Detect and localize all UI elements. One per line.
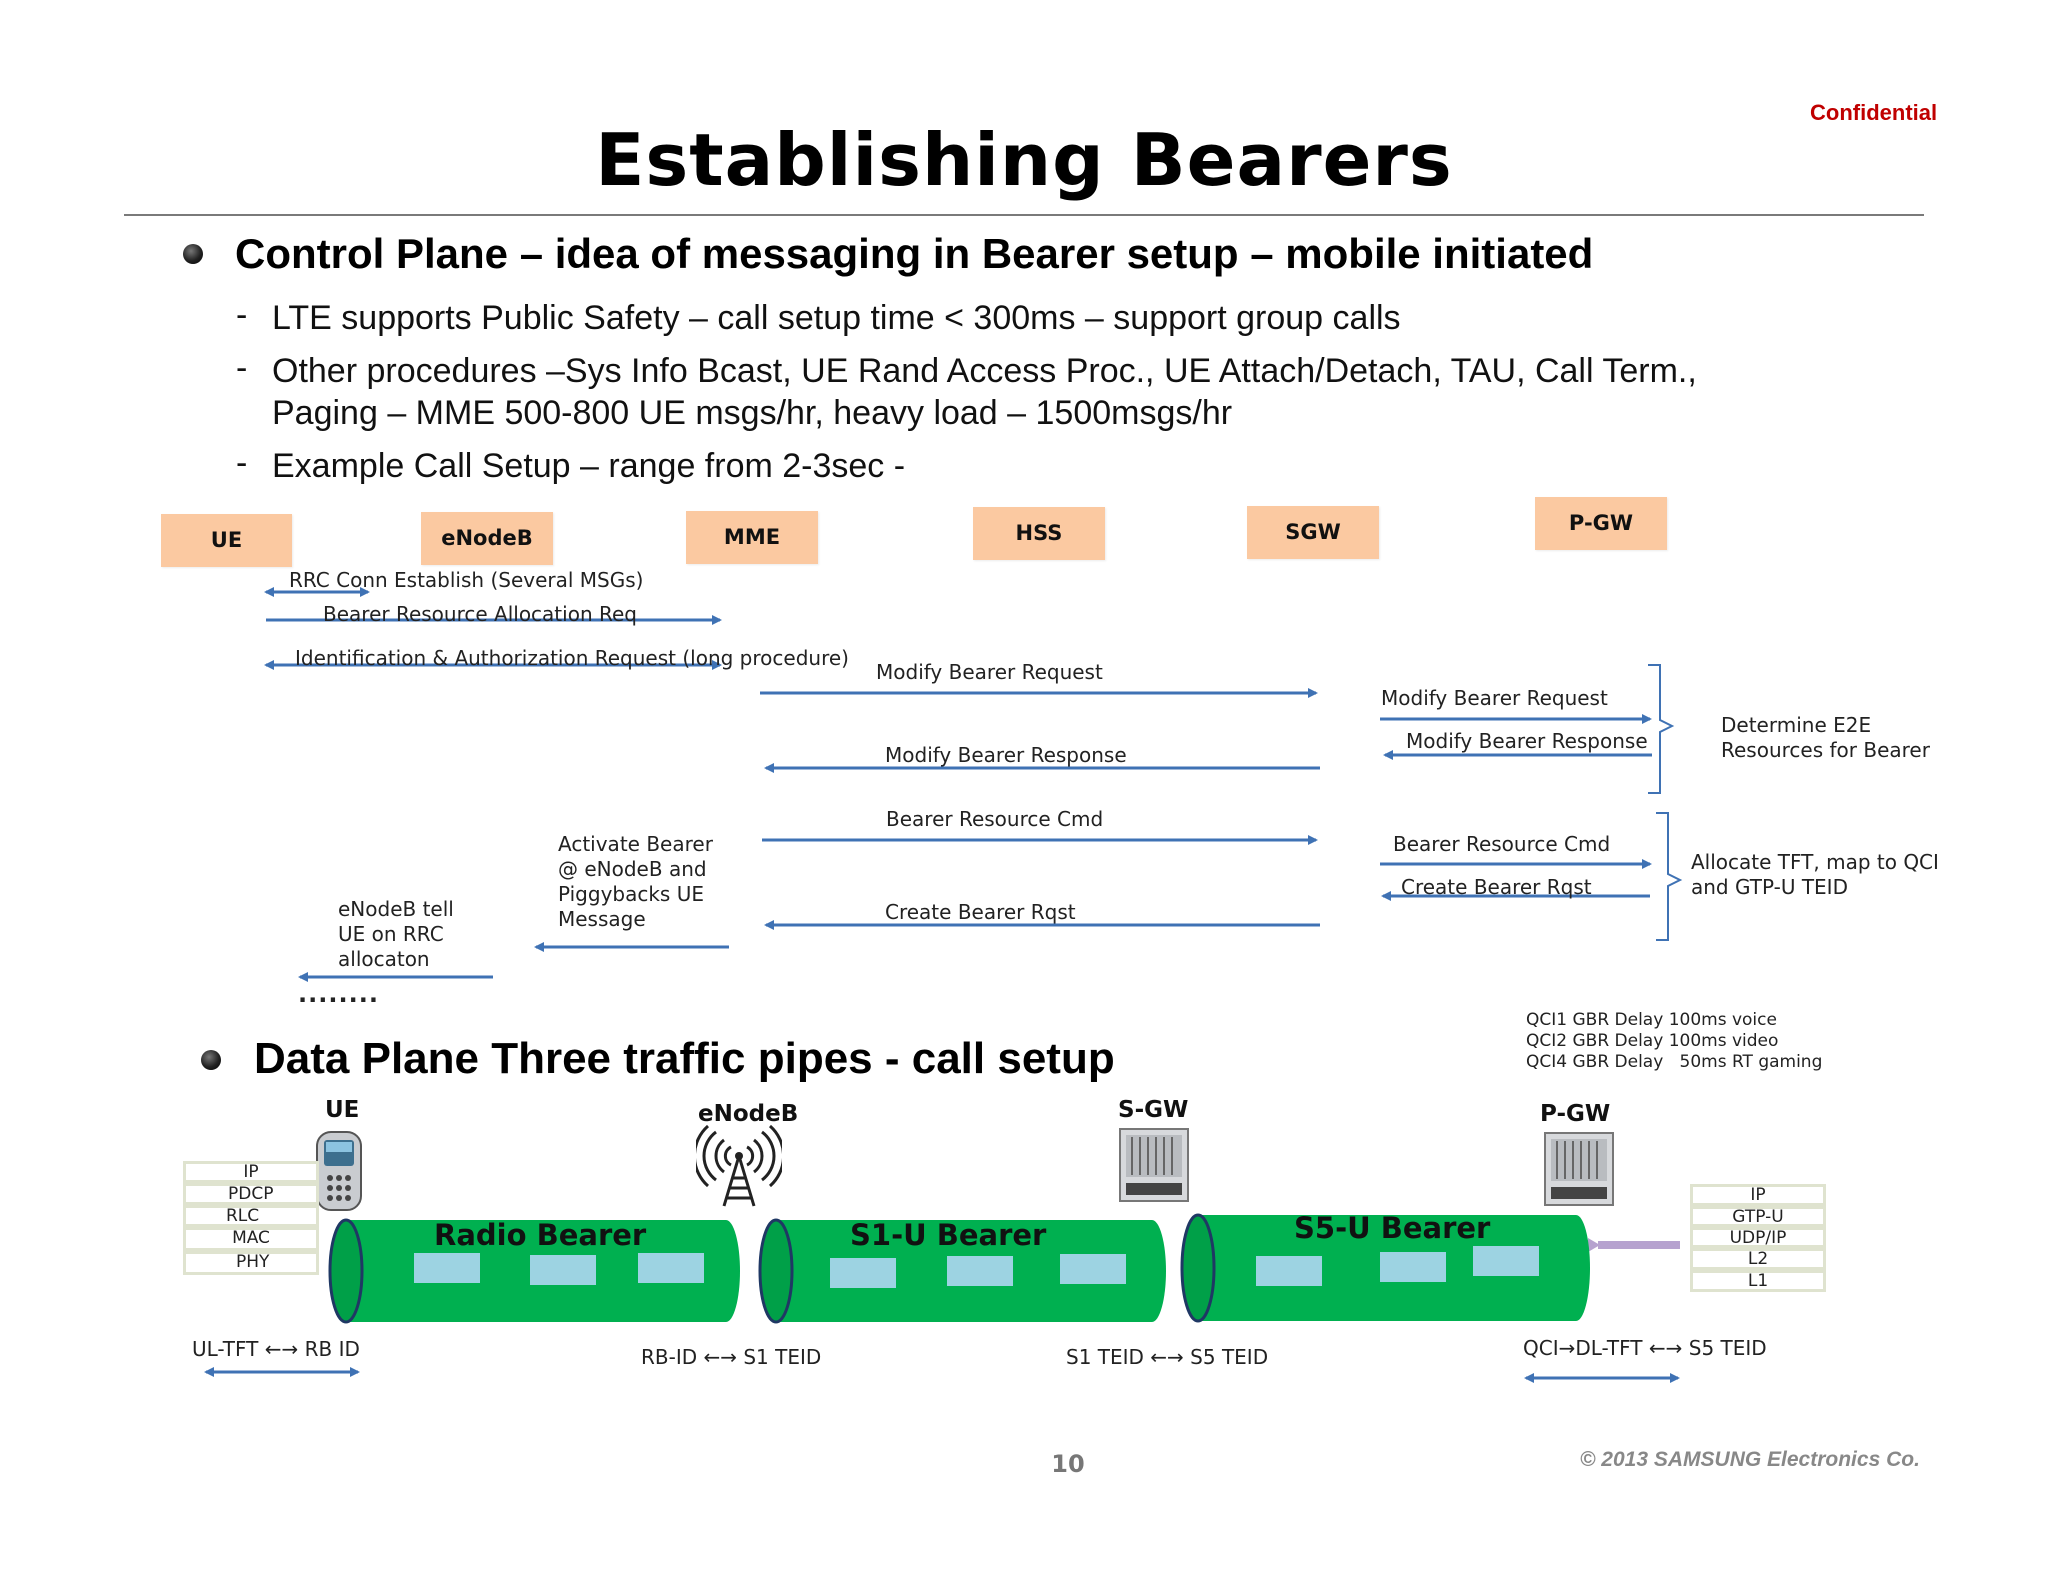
node-pgw: P-GW — [1535, 497, 1667, 550]
pipe-label-s5u: S5-U Bearer — [1294, 1211, 1491, 1245]
msg-bearer-cmd-1: Bearer Resource Cmd — [886, 807, 1104, 831]
stack-layer: GTP-U — [1690, 1206, 1826, 1227]
pipe-label-s1u: S1-U Bearer — [850, 1218, 1047, 1252]
bullet-icon — [201, 1050, 221, 1070]
msg-modify-resp-2: Modify Bearer Response — [1406, 729, 1648, 753]
stack-layer: PDCP — [183, 1183, 319, 1205]
map-pgw: QCI→DL-TFT ←→ S5 TEID — [1523, 1336, 1767, 1360]
msg-ident-auth: Identification & Authorization Request (… — [295, 646, 849, 670]
brace-determine — [1648, 664, 1675, 794]
s1u-bearer-pipe — [758, 1218, 1166, 1324]
stack-layer: PHY — [183, 1251, 319, 1275]
bullet-text-1: LTE supports Public Safety – call setup … — [272, 299, 1401, 337]
dp-node-enodeb: eNodeB — [698, 1101, 799, 1127]
ue-protocol-stack: IP PDCP RLC MAC PHY — [183, 1161, 319, 1275]
map-sgw: S1 TEID ←→ S5 TEID — [1066, 1345, 1269, 1369]
stack-layer: IP — [1690, 1184, 1826, 1206]
node-mme: MME — [686, 511, 818, 564]
stack-layer: RLC — [183, 1205, 319, 1227]
msg-modify-req-2: Modify Bearer Request — [1381, 686, 1608, 710]
node-ue: UE — [161, 514, 292, 567]
bullet-text-2: Other procedures –Sys Info Bcast, UE Ran… — [272, 352, 1697, 390]
dash-icon: - — [236, 444, 248, 482]
msg-rrc: RRC Conn Establish (Several MSGs) — [289, 568, 644, 592]
msg-modify-resp-1: Modify Bearer Response — [885, 743, 1127, 767]
radio-bearer-pipe — [328, 1218, 740, 1324]
confidential-label: Confidential — [1810, 100, 1938, 125]
note-allocate: Allocate TFT, map to QCI and GTP-U TEID — [1691, 850, 1939, 899]
stack-layer: UDP/IP — [1690, 1227, 1826, 1248]
bullet-icon — [183, 244, 203, 264]
qci-list: QCI1 GBR Delay 100ms voice QCI2 GBR Dela… — [1526, 1010, 1823, 1072]
stack-layer: L1 — [1690, 1270, 1826, 1292]
node-hss: HSS — [973, 507, 1105, 560]
page-number: 10 — [1051, 1450, 1085, 1478]
brace-allocate — [1656, 812, 1683, 941]
msg-modify-req-1: Modify Bearer Request — [876, 660, 1103, 684]
stack-layer: L2 — [1690, 1248, 1826, 1270]
data-plane-heading: Data Plane Three traffic pipes - call se… — [254, 1034, 1115, 1083]
ellipsis: ........ — [298, 980, 379, 1008]
s5u-bearer-pipe — [1180, 1213, 1590, 1323]
msg-bearer-cmd-2: Bearer Resource Cmd — [1393, 832, 1611, 856]
antenna-tower-icon — [696, 1124, 782, 1207]
stack-layer: IP — [183, 1161, 319, 1183]
copyright: © 2013 SAMSUNG Electronics Co. — [1580, 1448, 1920, 1471]
pgw-server-icon — [1544, 1132, 1614, 1206]
node-enodeb: eNodeB — [421, 512, 553, 565]
mobile-phone-icon — [316, 1131, 362, 1211]
map-ue: UL-TFT ←→ RB ID — [192, 1337, 360, 1361]
map-enodeb: RB-ID ←→ S1 TEID — [641, 1345, 822, 1369]
dash-icon: - — [236, 349, 248, 387]
dp-node-pgw: P-GW — [1540, 1101, 1611, 1127]
note-activate: Activate Bearer @ eNodeB and Piggybacks … — [558, 832, 713, 931]
stack-layer: MAC — [183, 1227, 319, 1251]
msg-create-rqst-1: Create Bearer Rqst — [885, 900, 1076, 924]
sgw-server-icon — [1119, 1128, 1189, 1202]
pipe-label-radio: Radio Bearer — [434, 1218, 647, 1252]
pgw-protocol-stack: IP GTP-U UDP/IP L2 L1 — [1690, 1184, 1826, 1292]
dp-node-sgw: S-GW — [1118, 1097, 1189, 1123]
control-plane-heading: Control Plane – idea of messaging in Bea… — [235, 230, 1594, 277]
msg-bearer-alloc: Bearer Resource Allocation Req — [323, 602, 637, 626]
title-divider — [124, 214, 1924, 216]
dp-node-ue: UE — [325, 1097, 360, 1123]
node-sgw: SGW — [1247, 506, 1379, 559]
page-title: Establishing Bearers — [595, 118, 1453, 202]
bullet-text-3: Paging – MME 500-800 UE msgs/hr, heavy l… — [272, 394, 1233, 432]
msg-create-rqst-2: Create Bearer Rqst — [1401, 875, 1592, 899]
note-tell: eNodeB tell UE on RRC allocaton — [338, 897, 454, 971]
bullet-text-4: Example Call Setup – range from 2-3sec - — [272, 447, 906, 485]
dash-icon: - — [236, 296, 248, 334]
note-determine: Determine E2E Resources for Bearer — [1721, 713, 1930, 762]
